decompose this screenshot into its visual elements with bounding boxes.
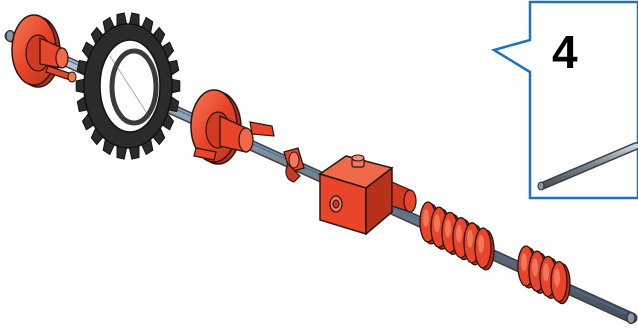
worm-thread-highlight [478, 235, 484, 253]
crown-gear [76, 13, 180, 159]
worm-thread-highlight [543, 263, 549, 281]
building-block [320, 155, 416, 234]
step-number: 4 [552, 26, 578, 78]
worm-thread-highlight [456, 225, 462, 243]
worm-thread-highlight [445, 219, 451, 237]
worm-thread-highlight [532, 258, 538, 276]
end-hub [12, 15, 76, 87]
worm-thread-highlight [554, 269, 560, 287]
gear-tooth [172, 79, 180, 93]
gear-tooth [76, 79, 84, 93]
worm-gear [420, 202, 494, 270]
worm-gear-2 [518, 246, 570, 304]
callout-box: 4 [494, 2, 638, 198]
worm-thread-highlight [434, 214, 440, 232]
worm-thread-highlight [423, 209, 429, 227]
clip [284, 148, 304, 182]
worm-thread-highlight [521, 253, 527, 271]
worm-thread-highlight [467, 230, 473, 248]
